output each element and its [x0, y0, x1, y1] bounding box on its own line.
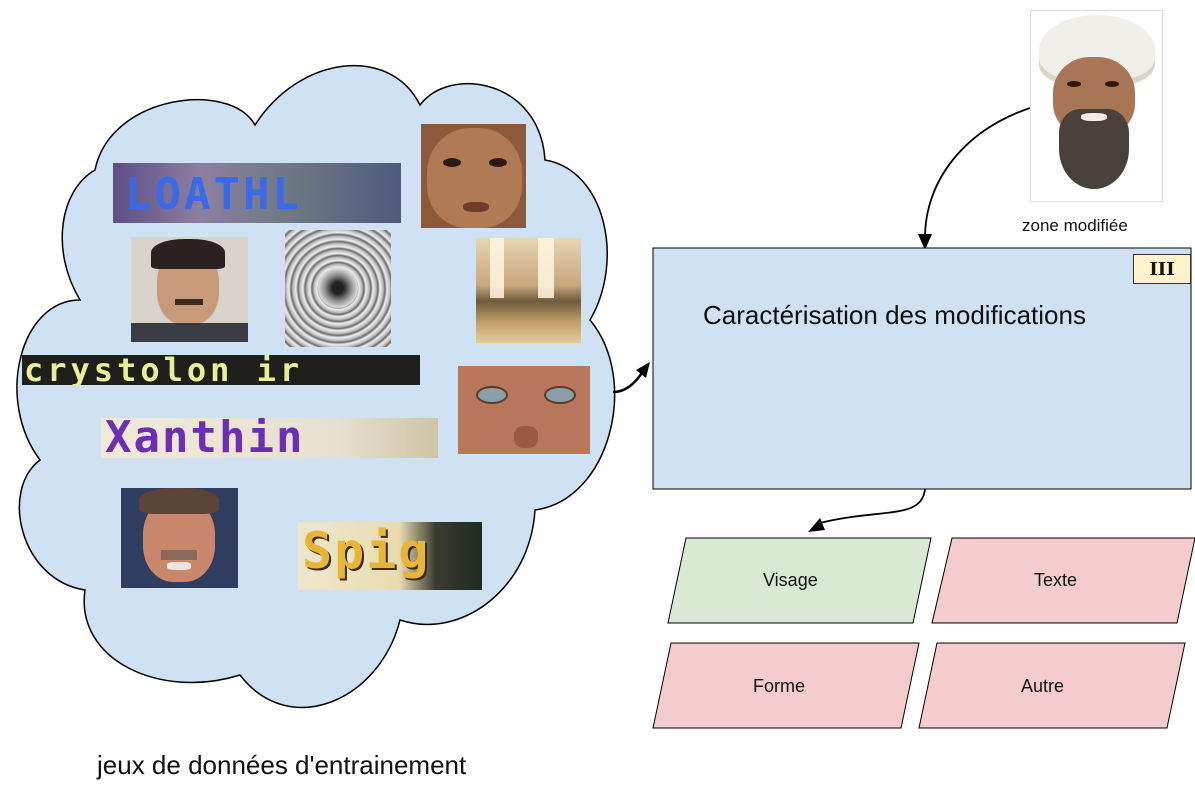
sample-text-captcha: Xanthin: [101, 418, 438, 458]
sample-text-captcha: crystolon ir: [22, 355, 420, 385]
captcha-text: Spig: [302, 522, 431, 580]
input-image-caption: zone modifiée: [1022, 216, 1128, 235]
category-texte-label: Texte: [1034, 570, 1078, 590]
process-box: [652, 247, 1192, 490]
dataset-label: jeux de données d'entrainement: [97, 750, 467, 780]
captcha-text: LOATHL: [125, 169, 302, 220]
arrow-image-to-process: [924, 107, 1031, 239]
sample-face-photo: [131, 237, 248, 342]
sample-pattern-image: [285, 230, 391, 347]
captcha-text: Xanthin: [105, 418, 305, 458]
process-title: Caractérisation des modifications: [703, 300, 1086, 330]
category-forme-shape: [652, 642, 920, 729]
arrowhead-image: [918, 234, 932, 250]
category-visage-shape: [667, 537, 932, 624]
captcha-text: crystolon ir: [24, 355, 304, 385]
category-texte-shape: [931, 537, 1195, 624]
sample-text-captcha: LOATHL: [113, 163, 401, 223]
sample-scene-photo: [476, 238, 581, 343]
arrowhead-categories: [808, 518, 825, 532]
input-image: [1030, 10, 1163, 202]
category-autre-label: Autre: [1021, 676, 1065, 696]
arrow-process-to-categories: [819, 488, 926, 524]
category-forme-label: Forme: [753, 676, 806, 696]
category-visage-label: Visage: [763, 570, 818, 590]
sample-face-photo: [121, 488, 238, 588]
step-badge: III: [1133, 254, 1191, 284]
arrowhead-process: [636, 362, 650, 378]
sample-face-photo: [421, 124, 526, 228]
sample-face-photo: [458, 366, 590, 454]
category-autre-shape: [918, 642, 1186, 729]
sample-text-captcha: Spig: [298, 522, 482, 590]
